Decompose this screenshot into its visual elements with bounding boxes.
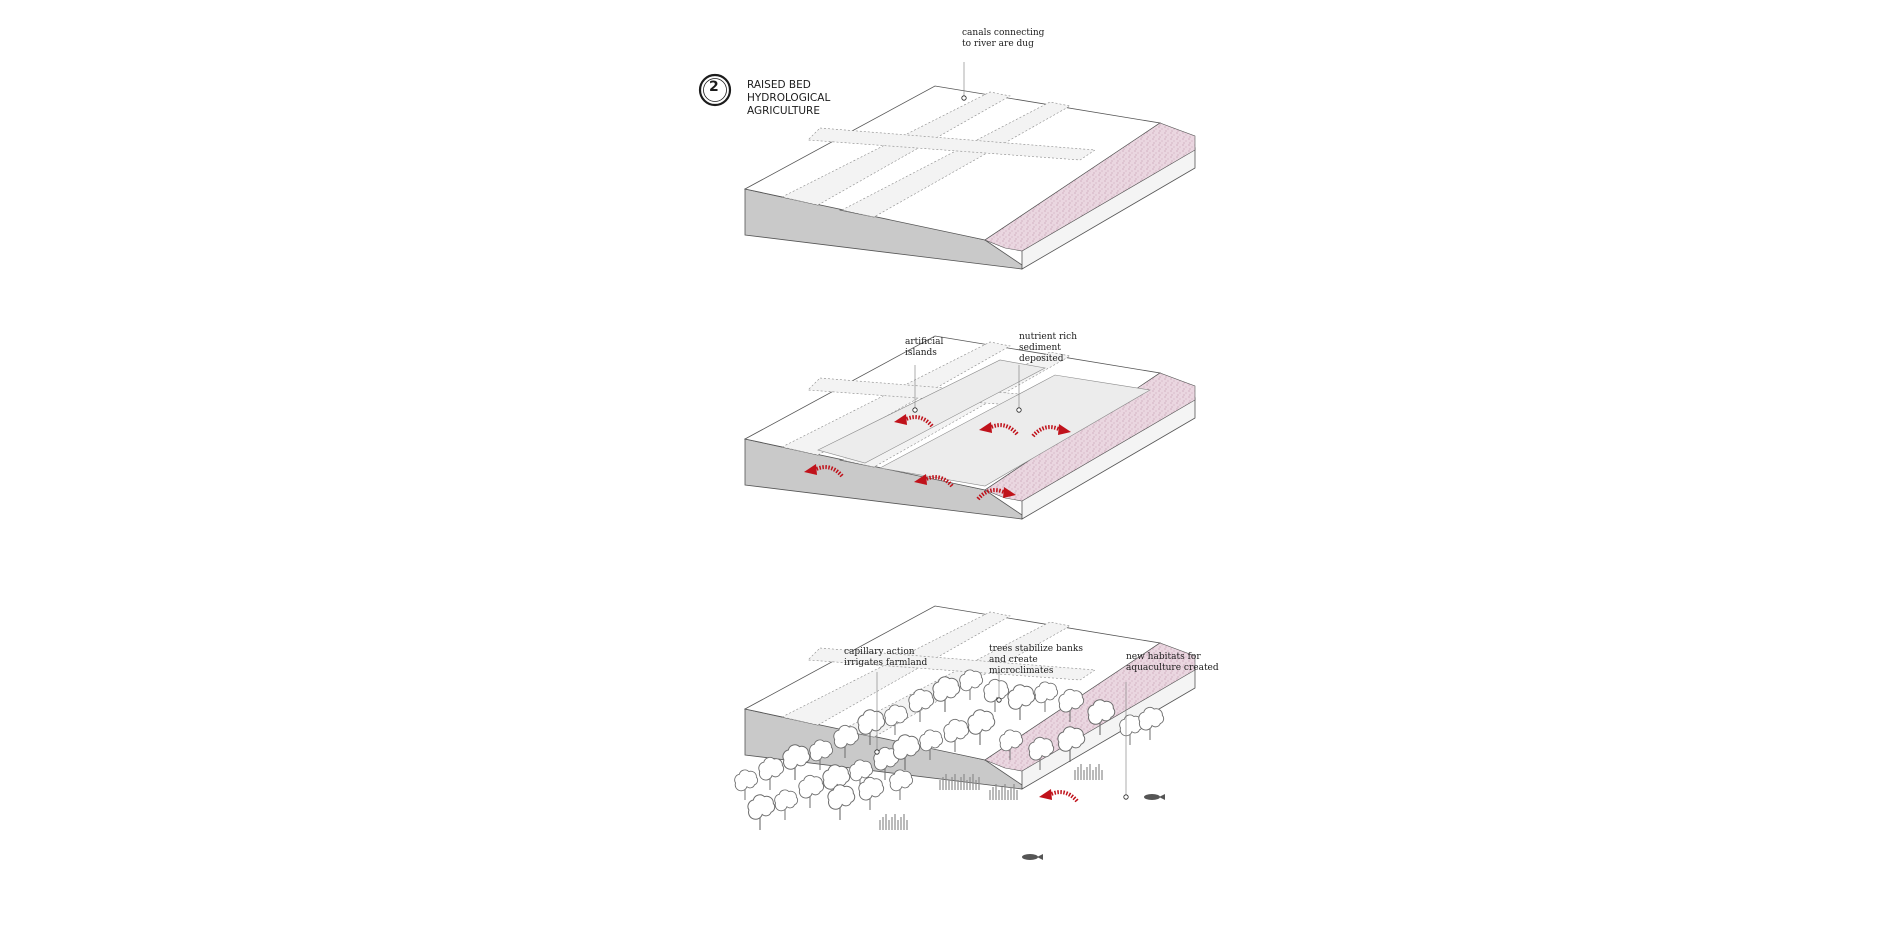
leader-dot-icon	[1123, 794, 1129, 800]
tree-icon	[774, 789, 799, 820]
canal	[807, 647, 1096, 681]
annotation-habitats: new habitats for aquaculture created	[1126, 652, 1219, 673]
tree-icon	[892, 734, 921, 770]
flow-arrow-icon	[914, 474, 954, 488]
flow-arrow-icon	[1039, 789, 1079, 803]
canal	[807, 127, 1096, 161]
tree-icon	[919, 729, 944, 760]
numbered-circle-icon	[698, 73, 732, 107]
tree-icon	[1119, 714, 1144, 745]
leader-dot-icon	[961, 95, 967, 101]
artificial-island	[817, 359, 1046, 464]
fish-icon	[1144, 794, 1165, 800]
annotation-capillary: capillary action irrigates farmland	[844, 647, 928, 668]
tree-icon	[1087, 699, 1116, 735]
tree-icon	[798, 774, 825, 808]
step-title: RAISED BED HYDROLOGICAL AGRICULTURE	[747, 79, 831, 117]
canal	[781, 91, 1011, 206]
tree-icon	[734, 769, 759, 800]
crop-cluster	[939, 774, 980, 790]
leader-dot-icon	[996, 697, 1002, 703]
tree-icon	[1058, 688, 1085, 722]
step-number: 2	[709, 79, 719, 95]
tree-icon	[1057, 726, 1086, 762]
tree-icon	[833, 724, 860, 758]
tree-icon	[932, 676, 961, 712]
crop-cluster	[879, 814, 908, 830]
tree-icon	[908, 688, 935, 722]
tree-icon	[1028, 736, 1055, 770]
tree-icon	[782, 744, 811, 780]
annotation-sediment: nutrient rich sediment deposited	[1019, 332, 1078, 364]
tree-icon	[858, 776, 885, 810]
flow-arrow-icon	[1031, 424, 1071, 438]
leader-dot-icon	[1016, 407, 1022, 413]
crop-cluster	[989, 784, 1018, 800]
flow-arrow-icon	[894, 414, 934, 428]
tree-icon	[889, 769, 914, 800]
tree-icon	[827, 784, 856, 820]
fish-icon	[1022, 854, 1043, 860]
tree-icon	[809, 739, 834, 770]
annotation-trees: trees stabilize banks and create microcl…	[989, 644, 1083, 676]
tree-icon	[943, 718, 970, 752]
tree-icon	[1034, 681, 1059, 712]
tree-icon	[1138, 706, 1165, 740]
tree-icon	[959, 669, 984, 700]
leader-dot-icon	[912, 407, 918, 413]
tree-icon	[999, 729, 1024, 760]
tree-icon	[1007, 684, 1036, 720]
annotation-canals: canals connecting to river are dug	[962, 28, 1045, 49]
annotation-artificial-islands: artificial islands	[905, 337, 944, 358]
tree-icon	[967, 709, 996, 745]
flow-arrow-icon	[976, 487, 1016, 501]
tree-icon	[747, 794, 776, 830]
canal	[781, 611, 1011, 726]
tree-icon	[884, 704, 909, 735]
crop-cluster	[1074, 764, 1103, 780]
terrain-block-2	[743, 335, 1196, 520]
flow-arrow-icon	[979, 422, 1019, 436]
canal	[841, 101, 1071, 218]
flow-arrow-icon	[804, 464, 844, 478]
canal	[781, 341, 1011, 456]
tree-icon	[758, 756, 785, 790]
tree-icon	[983, 678, 1010, 712]
tree-icon	[857, 709, 886, 745]
river-channel	[984, 372, 1196, 502]
river-channel	[984, 122, 1196, 252]
terrain-block-1	[743, 85, 1196, 270]
step-number-label: 2	[709, 79, 719, 95]
leader-dot-icon	[874, 749, 880, 755]
